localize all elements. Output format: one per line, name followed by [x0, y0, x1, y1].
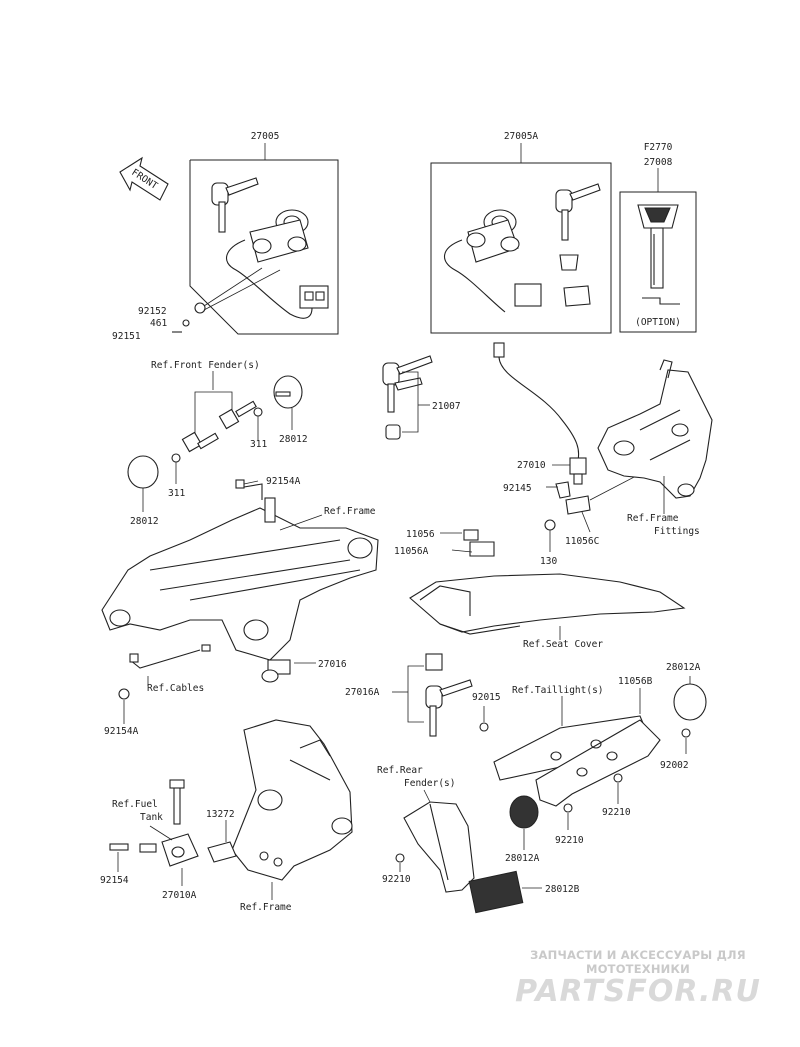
- seat-cover: [409, 529, 686, 640]
- part-number-13272: 13272: [206, 809, 235, 820]
- ref-frame-upper: Ref.Frame: [324, 506, 376, 517]
- part-number-461: 461: [150, 318, 167, 329]
- ignition-switch-set-27005: [172, 143, 339, 335]
- ignition-switch-set-27005A: [430, 143, 612, 334]
- part-number-92210-right: 92210: [602, 807, 631, 818]
- part-number-92210-left: 92210: [382, 874, 411, 885]
- ref-fuel-tank-line2: Tank: [140, 812, 163, 823]
- part-number-92154A-top: 92154A: [266, 476, 301, 487]
- ref-fuel-tank-line1: Ref.Fuel: [112, 799, 158, 810]
- part-number-311-lower: 311: [168, 488, 185, 499]
- part-number-28012B: 28012B: [545, 884, 580, 895]
- part-number-92151: 92151: [112, 331, 141, 342]
- part-number-27010A: 27010A: [162, 890, 197, 901]
- option-label: (OPTION): [635, 317, 681, 328]
- part-number-92015: 92015: [472, 692, 501, 703]
- frame-fittings: [597, 359, 713, 514]
- part-number-27005A: 27005A: [504, 131, 539, 142]
- part-number-11056C: 11056C: [565, 536, 599, 547]
- front-arrow-icon: FRONT: [119, 156, 169, 201]
- watermark: ЗАПЧАСТИ И АКСЕССУАРЫ ДЛЯ МОТОТЕХНИКИ PA…: [488, 948, 788, 1009]
- part-number-27016A: 27016A: [345, 687, 380, 698]
- rear-fender: [395, 789, 542, 914]
- part-number-27005: 27005: [251, 131, 280, 142]
- ref-frame-fittings-line1: Ref.Frame: [627, 513, 679, 524]
- part-number-92154: 92154: [100, 875, 129, 886]
- part-number-28012A-bottom: 28012A: [505, 853, 540, 864]
- part-number-92152: 92152: [138, 306, 167, 317]
- part-number-311-upper: 311: [250, 439, 267, 450]
- part-number-130: 130: [540, 556, 557, 567]
- key-blank-27008: [619, 168, 697, 333]
- frame-bracket: [101, 479, 379, 724]
- part-number-F2770: F2770: [644, 142, 673, 153]
- ref-frame-fittings-line2: Fittings: [654, 526, 700, 537]
- taillight-bracket: [479, 676, 707, 850]
- watermark-brand: PARTSFOR.RU: [515, 974, 761, 1009]
- ref-rear-fender-line2: Fender(s): [404, 778, 455, 789]
- ref-front-fender: Ref.Front Fender(s): [151, 360, 260, 371]
- part-number-27016: 27016: [318, 659, 347, 670]
- ref-seat-cover: Ref.Seat Cover: [523, 639, 603, 650]
- part-number-27010: 27010: [517, 460, 546, 471]
- part-number-92145: 92145: [503, 483, 532, 494]
- part-number-92154A-bottom: 92154A: [104, 726, 139, 737]
- watermark-subtitle: ЗАПЧАСТИ И АКСЕССУАРЫ ДЛЯ МОТОТЕХНИКИ: [530, 948, 746, 976]
- part-number-11056B: 11056B: [618, 676, 653, 687]
- front-reflectors: [127, 371, 303, 512]
- part-number-11056: 11056: [406, 529, 435, 540]
- part-number-28012-upper: 28012: [279, 434, 308, 445]
- part-number-28012-lower: 28012: [130, 516, 159, 527]
- part-number-92210-middle: 92210: [555, 835, 584, 846]
- seat-lock-27016A: [392, 653, 473, 737]
- part-number-28012A-top: 28012A: [666, 662, 701, 673]
- part-number-21007: 21007: [432, 401, 461, 412]
- lower-frame: [231, 719, 353, 900]
- ref-cables: Ref.Cables: [147, 683, 204, 694]
- ref-frame-lower: Ref.Frame: [240, 902, 292, 913]
- part-number-27008: 27008: [644, 157, 673, 168]
- key-set-21007: [382, 355, 433, 440]
- sensor-27010: [493, 342, 641, 552]
- part-number-92002: 92002: [660, 760, 689, 771]
- part-number-11056A: 11056A: [394, 546, 429, 557]
- ref-rear-fender-line1: Ref.Rear: [377, 765, 423, 776]
- fuel-sensor-27010A: [109, 779, 237, 886]
- ref-taillights: Ref.Taillight(s): [512, 685, 604, 696]
